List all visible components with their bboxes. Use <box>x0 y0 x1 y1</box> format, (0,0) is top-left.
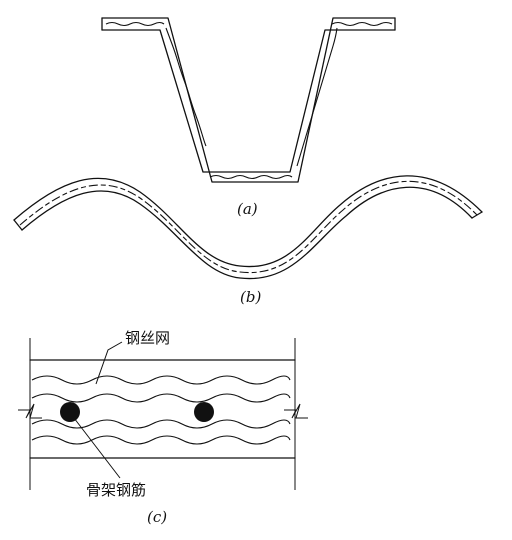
corrugated-shell-outer-edge <box>13 175 483 268</box>
folded-plate-outer-edge <box>101 17 396 183</box>
corrugated-shell-right-end <box>471 211 483 219</box>
skeleton-rebar-label: 骨架钢筋 <box>86 481 146 499</box>
corrugated-shell-section: (b) <box>13 175 483 306</box>
folded-plate-inner-edge <box>101 29 396 173</box>
rebar-leader-line <box>73 417 121 479</box>
wire-mesh-leader-line <box>95 341 123 385</box>
skeleton-rebar-right <box>194 402 214 422</box>
folded-plate-section: (a) <box>101 17 396 218</box>
wire-mesh-layer-3 <box>31 419 291 429</box>
wire-mesh-label: 钢丝网 <box>125 329 170 347</box>
skeleton-rebar-left <box>60 402 80 422</box>
label-a: (a) <box>237 200 258 218</box>
label-b: (b) <box>240 288 261 306</box>
wire-mesh-layer-1 <box>31 375 291 385</box>
corrugated-shell-left-end <box>13 219 23 231</box>
folded-plate-mesh-line <box>105 21 393 180</box>
corrugated-shell-inner-edge <box>21 186 473 280</box>
wire-mesh-layer-4 <box>31 435 291 445</box>
label-c: (c) <box>147 508 167 526</box>
corrugated-shell-mesh-line <box>19 180 478 274</box>
right-break-mark <box>284 403 308 419</box>
wire-mesh-layer-2 <box>31 393 291 403</box>
left-break-mark <box>18 403 42 419</box>
cross-section-detail: 钢丝网 骨架钢筋 (c) <box>18 329 308 526</box>
